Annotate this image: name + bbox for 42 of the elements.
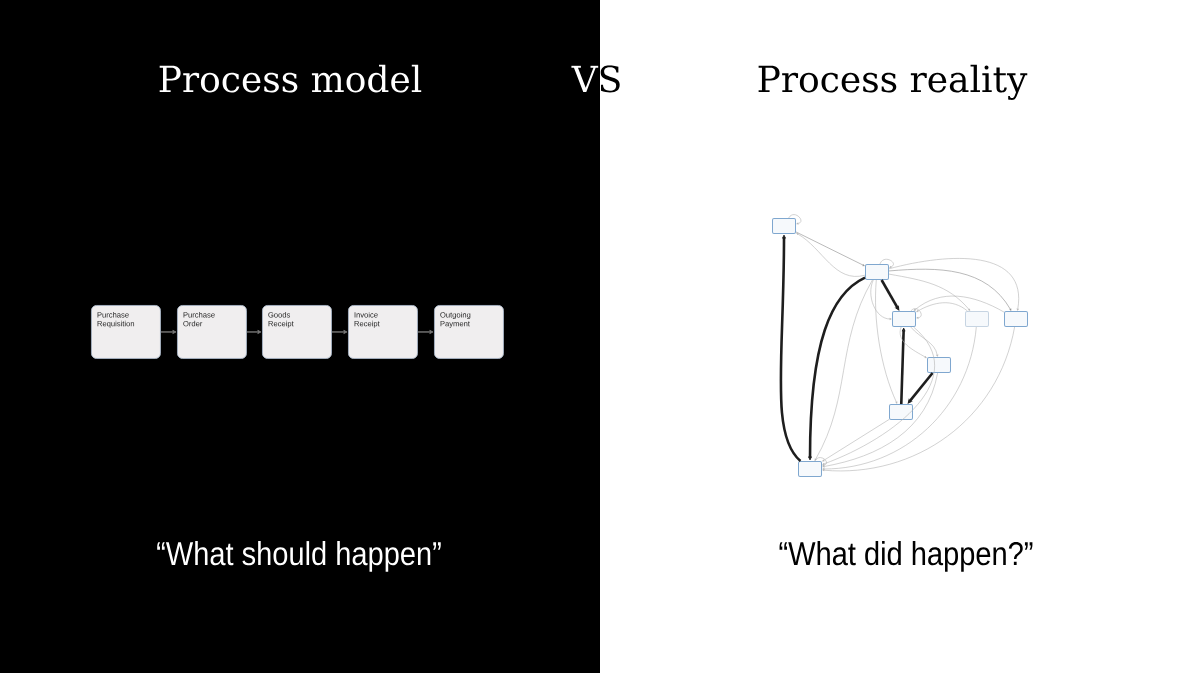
arrow: [888, 268, 1012, 311]
loop-arrow: [788, 214, 802, 225]
arrow: [875, 279, 898, 404]
activity-box: [798, 461, 822, 477]
arrow: [822, 419, 890, 462]
heading: Process reality: [758, 64, 1028, 100]
activity-box: [889, 404, 913, 420]
arrow: [888, 273, 971, 311]
arrow: [822, 326, 935, 465]
arrow: [880, 279, 900, 311]
activity-box: [1004, 311, 1028, 327]
heading: Process model: [159, 64, 422, 93]
arrow: [160, 329, 177, 335]
arrow: [916, 302, 968, 312]
loop-arrow: [910, 308, 922, 319]
arrow: [417, 329, 434, 335]
arrow: [795, 231, 865, 267]
arrow: [246, 329, 262, 335]
arrow: [822, 326, 1015, 472]
arrow: [910, 326, 939, 357]
arrow: [899, 327, 906, 405]
arrow: [822, 372, 938, 468]
arrow: [899, 326, 927, 358]
activity-box: [927, 357, 951, 373]
arrow: [796, 233, 866, 277]
quote-text: “What should happen”: [157, 541, 441, 572]
activity-box: [865, 264, 889, 280]
arrow: [907, 372, 934, 404]
arrow: [913, 295, 1005, 313]
arrow: [331, 329, 348, 335]
activity-box: [892, 311, 916, 327]
arrow: [822, 326, 977, 470]
arrow: [888, 258, 1019, 311]
activity-box: [965, 311, 989, 327]
arrow: [870, 279, 892, 320]
quote-text: “What did happen?”: [779, 541, 1033, 572]
arrow: [779, 234, 802, 462]
loop-arrow: [814, 457, 827, 467]
arrow: [814, 279, 873, 461]
loop-arrow: [879, 258, 894, 268]
activity-box: [772, 218, 796, 234]
arrow: [808, 276, 866, 461]
